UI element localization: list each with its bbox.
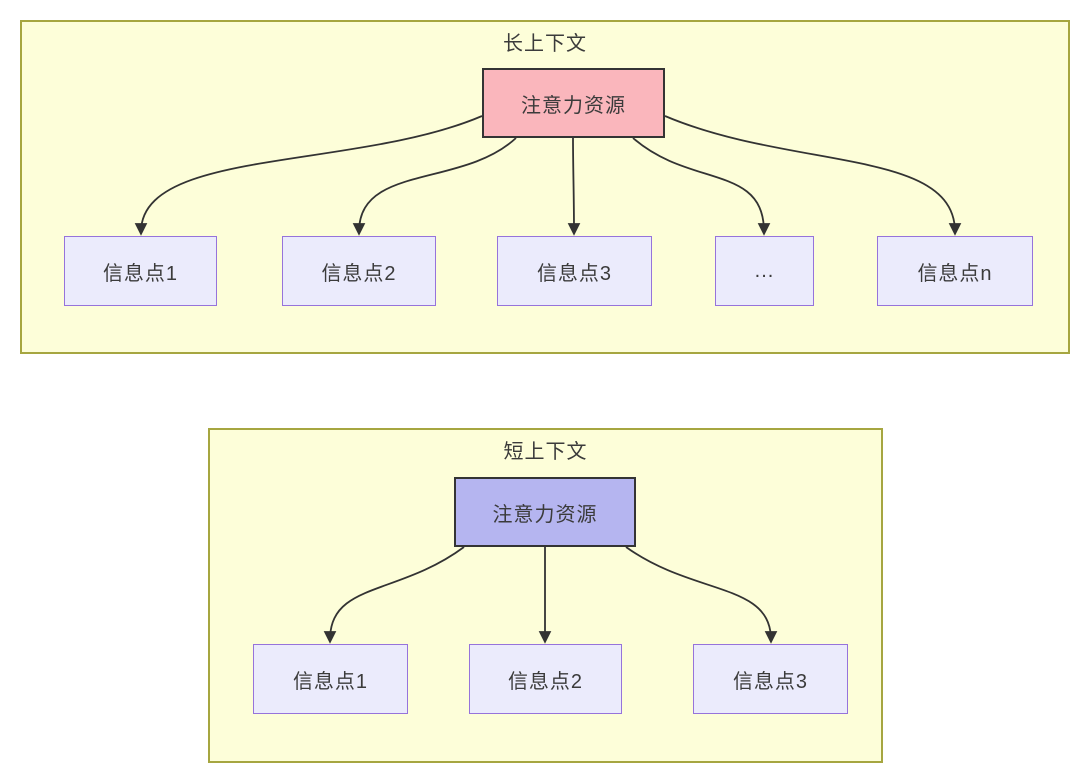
info-node-long-1-label: 信息点1 xyxy=(102,262,179,285)
info-node-short-3: 信息点3 xyxy=(693,644,848,714)
info-node-long-3: 信息点3 xyxy=(497,236,652,306)
info-node-long-1: 信息点1 xyxy=(64,236,217,306)
info-node-long-ellipsis-label: ... xyxy=(754,259,775,282)
attention-node-long-label: 注意力资源 xyxy=(521,94,626,117)
attention-node-long: 注意力资源 xyxy=(482,68,665,138)
panel-long-context-title: 长上下文 xyxy=(503,33,587,55)
info-node-short-2-label: 信息点2 xyxy=(507,670,584,693)
info-node-short-1-label: 信息点1 xyxy=(292,670,369,693)
info-node-short-3-label: 信息点3 xyxy=(732,670,809,693)
info-node-long-2: 信息点2 xyxy=(282,236,436,306)
info-node-long-ellipsis: ... xyxy=(715,236,814,306)
info-node-short-1: 信息点1 xyxy=(253,644,408,714)
info-node-long-3-label: 信息点3 xyxy=(536,262,613,285)
info-node-long-n: 信息点n xyxy=(877,236,1033,306)
attention-node-short: 注意力资源 xyxy=(454,477,636,547)
info-node-short-2: 信息点2 xyxy=(469,644,622,714)
info-node-long-2-label: 信息点2 xyxy=(321,262,397,285)
info-node-long-n-label: 信息点n xyxy=(917,262,993,285)
attention-node-short-label: 注意力资源 xyxy=(492,503,598,526)
panel-short-context-title: 短上下文 xyxy=(503,441,588,463)
